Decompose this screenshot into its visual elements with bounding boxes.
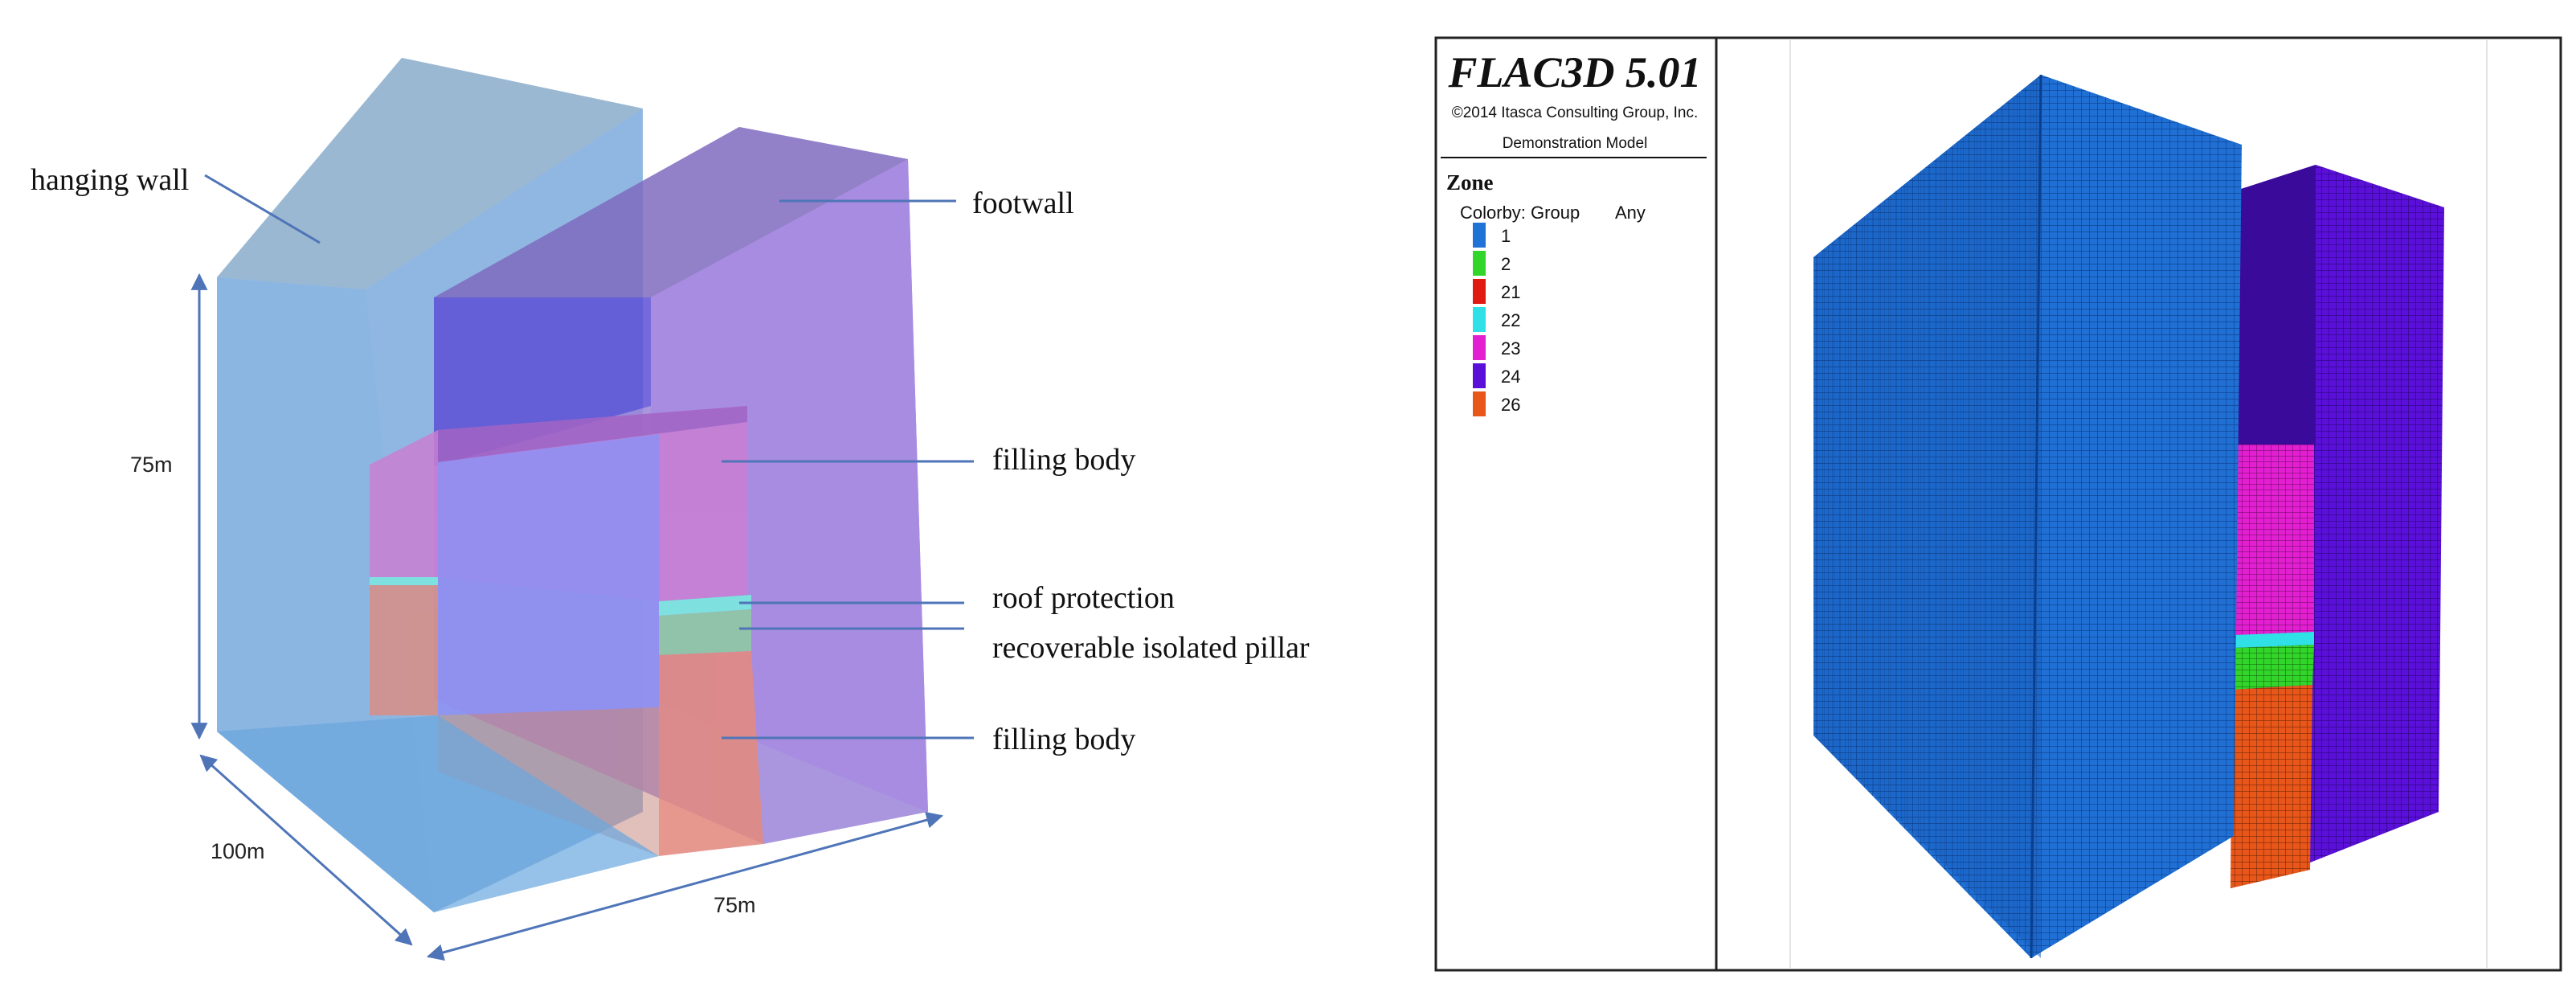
hanging-wall-label: hanging wall xyxy=(31,163,189,197)
legend-swatch-1 xyxy=(1473,223,1486,248)
legend-swatch-22 xyxy=(1473,307,1486,332)
legend-swatch-26 xyxy=(1473,391,1486,416)
legend-label-21: 21 xyxy=(1501,282,1520,302)
legend-label-24: 24 xyxy=(1501,367,1520,387)
pillar-band xyxy=(659,609,751,655)
inner-void xyxy=(438,434,659,715)
footwall-label: footwall xyxy=(972,186,1074,220)
filling-body-upper-label: filling body xyxy=(992,443,1135,477)
flac-title: FLAC3D 5.01 xyxy=(1447,48,1701,96)
recoverable-pillar-label: recoverable isolated pillar xyxy=(992,631,1310,665)
legend-swatch-24 xyxy=(1473,363,1486,388)
legend-label-23: 23 xyxy=(1501,338,1520,359)
copyright-text: ©2014 Itasca Consulting Group, Inc. xyxy=(1452,104,1699,121)
legend-label-26: 26 xyxy=(1501,395,1520,415)
colorby-value: Any xyxy=(1615,203,1646,223)
roof-protection-label: roof protection xyxy=(992,581,1175,615)
dimension-arrows xyxy=(190,272,944,961)
filling-body-lower-label: filling body xyxy=(992,723,1135,756)
legend-swatch-21 xyxy=(1473,279,1486,304)
group-legend: 1 2 21 22 23 24 26 xyxy=(1473,223,1520,416)
conceptual-model: 75m 100m 75m hanging wall footwall filli… xyxy=(31,58,1310,961)
depth-arrow xyxy=(199,754,413,946)
model-ore-zone xyxy=(2230,445,2314,888)
model-name: Demonstration Model xyxy=(1503,135,1648,152)
legend-swatch-23 xyxy=(1473,335,1486,360)
group-23-zone xyxy=(2234,445,2314,635)
legend-swatch-2 xyxy=(1473,251,1486,276)
legend-label-1: 1 xyxy=(1501,226,1511,246)
group-26-zone xyxy=(2230,685,2312,888)
width-arrow xyxy=(426,811,944,961)
leader-lines xyxy=(204,174,974,740)
legend-label-22: 22 xyxy=(1501,310,1520,330)
group-2-zone xyxy=(2232,645,2314,690)
colorby-label: Colorby: Group xyxy=(1460,203,1580,223)
zone-heading: Zone xyxy=(1446,170,1494,195)
flac3d-panel: FLAC3D 5.01 ©2014 Itasca Consulting Grou… xyxy=(1434,36,2562,972)
model-hanging-wall xyxy=(1813,74,2242,959)
width-label: 75m xyxy=(714,893,756,917)
depth-label: 100m xyxy=(211,839,265,863)
filling-body-lower xyxy=(370,585,763,856)
roof-protection-band xyxy=(370,577,751,616)
hanging-wall-leader xyxy=(204,174,321,244)
height-label: 75m xyxy=(130,453,173,477)
group-22-zone xyxy=(2234,632,2314,648)
legend-label-2: 2 xyxy=(1501,254,1511,274)
